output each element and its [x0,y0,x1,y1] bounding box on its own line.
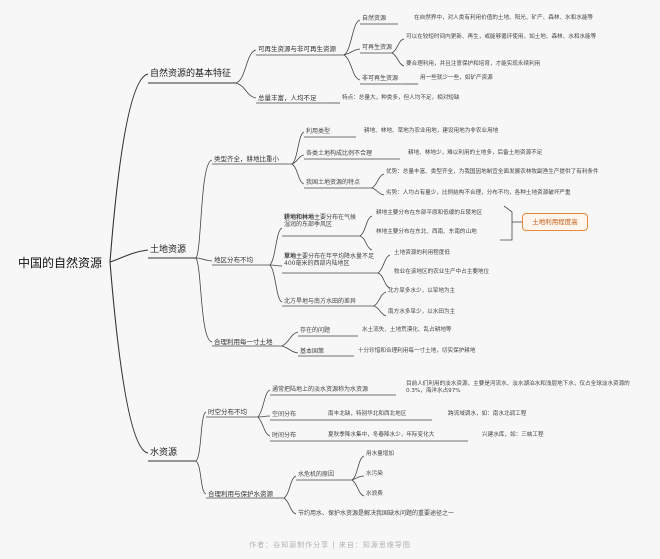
node-rational-use[interactable]: 合理利用每一寸土地 [214,338,273,346]
node-water-saving[interactable]: 节约用水、保护水资源是解决我国缺水问题的重要途径之一 [298,510,455,517]
node-basic-policy-desc: 十分珍惜和合理利用每一寸土地，切实保护耕地 [358,348,476,354]
node-renewable-desc-1: 可以在较短时间内更新、再生，或能够循环使用，如土地、森林、水和水能等 [406,34,597,40]
node-water-definition[interactable]: 通常把陆地上的淡水资源称为水资源 [272,386,369,393]
node-natural-resources[interactable]: 自然资源 [362,15,387,22]
connector-root-basic [109,73,149,263]
node-grassland-desc-1: 土地资源的利用程度低 [394,250,450,256]
grassland-rest: 主要分布在年平均降水量不足400毫米的西部内陆地区 [284,253,375,267]
root-node[interactable]: 中国的自然资源 [18,256,103,270]
node-renewable-vs-nonrenewable[interactable]: 可再生资源与非可再生资源 [258,45,336,53]
node-time-desc-2: 兴建水库，如：三峡工程 [482,432,544,438]
node-land-feature[interactable]: 我国土地资源的特点 [306,179,361,186]
node-water-protection[interactable]: 合理利用与保护水资源 [208,490,273,498]
node-land-types[interactable]: 类型齐全，耕地比重小 [214,155,279,163]
node-farm-forest[interactable]: 耕地和林地主要分布在气候湿润的东部季风区 [284,214,358,228]
node-space-desc-2: 跨流域调水，如：南水北调工程 [448,411,527,417]
connector-root-water [109,261,149,454]
node-basic-characteristics[interactable]: 自然资源的基本特征 [150,69,232,79]
node-north-south-diff[interactable]: 北方旱地与南方水田的差异 [284,298,357,305]
farm-forest-bold: 耕地和林地 [284,214,315,221]
node-natural-resources-desc: 在自然界中，对人类有利用价值的土地、阳光、矿产、森林、水和水能等 [414,15,594,21]
node-total-abundant[interactable]: 总量丰富，人均不足 [258,94,317,102]
node-total-abundant-desc: 特点：总量大，种类多，但人均不足，相对短缺 [342,95,460,101]
node-space-distribution[interactable]: 空间分布 [272,411,297,418]
node-time-distribution[interactable]: 时间分布 [272,432,297,439]
node-grassland-desc-2: 牧业在该地区的农业生产中占主要地位 [394,269,490,275]
node-time-desc-1: 夏秋季降水集中，冬春降水少，年际变化大 [328,432,435,438]
node-water-definition-desc: 目前人们利用的淡水资源，主要是河流水、淡水湖泊水和浅层地下水，仅占全球淡水资源的… [406,381,630,394]
node-land-resources[interactable]: 土地资源 [150,245,187,255]
node-space-desc-1: 南丰北缺，特别华北和西北地区 [328,411,407,417]
node-crisis-1: 用水量增加 [366,451,394,457]
node-uneven-distribution[interactable]: 地区分布不均 [214,256,253,264]
highlight-high-utilization[interactable]: 土地利用程度高 [522,213,588,231]
node-basic-policy[interactable]: 基本国策 [300,348,325,355]
node-problems-desc: 水土流失、土地荒漠化、乱占耕地等 [362,327,452,333]
node-forest-dist: 林地主要分布在东北、西南、东南的山地 [376,229,477,235]
node-water-crisis[interactable]: 水危机的原因 [298,471,335,478]
node-unreasonable-ratio-desc: 耕地、林地少，难以利用的土地多，后备土地资源不足 [408,150,543,156]
node-north-dry: 北方旱多水少，以旱地为主 [388,288,456,294]
node-use-type-desc: 耕地、林地、草地为农业用地，建设用地为非农业用地 [364,128,499,134]
node-unreasonable-ratio[interactable]: 各类土地构成比例不合理 [306,150,373,157]
node-crisis-2: 水污染 [366,471,383,477]
node-crisis-3: 水浪费 [366,491,383,497]
node-nonrenewable-desc: 用一些就少一些，如矿产资源 [420,75,493,81]
node-problems[interactable]: 存在的问题 [300,327,331,334]
farm-forest-rest: 主要分布在气候湿润的东部季风区 [284,214,357,228]
node-land-disadvantage: 劣势：人均占有量少，比例结构不合理，分布不均，各种土地资源破坏严重 [386,190,571,196]
node-renewable[interactable]: 可再生资源 [362,44,393,51]
node-use-type[interactable]: 利用类型 [306,128,331,135]
footer-credit: 作者：谷知源制作分享 | 来自：知源思维导图 [249,541,411,549]
grassland-bold: 草地 [284,253,297,260]
node-nonrenewable[interactable]: 非可再生资源 [362,75,399,82]
connector-root-land [109,249,149,263]
node-water-resources[interactable]: 水资源 [150,448,178,458]
node-farmland-dist: 耕地主要分布在东部平原和低缓的丘陵地区 [376,210,483,216]
node-renewable-desc-2: 要合理利用，并且注意保护和培育，才能实现永续利用 [406,61,541,67]
node-south-paddy: 南方水多旱少，以水田为主 [388,309,456,315]
node-spatiotemporal[interactable]: 时空分布不均 [208,408,247,416]
node-land-advantage: 优势：总量丰富、类型齐全，为我国因地制宜全面发展农林牧副渔生产提供了有利条件 [386,169,599,175]
node-grassland[interactable]: 草地主要分布在年平均降水量不足400毫米的西部内陆地区 [284,253,376,267]
